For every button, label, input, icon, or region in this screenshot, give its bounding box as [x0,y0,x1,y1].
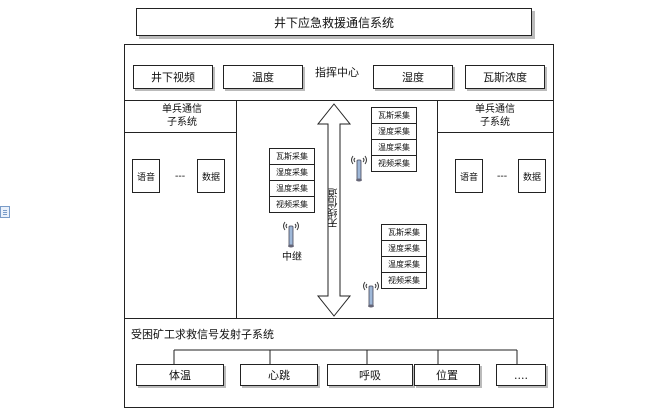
position-box: 位置 [414,364,480,386]
sensor-item: 瓦斯采集 [381,224,427,241]
right-divider [437,100,438,319]
trapped-subsystem-label: 受困矿工求救信号发射子系统 [131,328,274,341]
sensor-item: 温度采集 [269,181,315,197]
sensor-item: 瓦斯采集 [371,107,417,124]
body-temperature-box: 体温 [136,364,224,386]
sensor-item: 视频采集 [269,197,315,213]
command-center-row: 井下视频 温度 指挥中心 湿度 瓦斯浓度 [124,44,554,100]
sensor-item: 湿度采集 [269,165,315,181]
wireless-channel-label: 无线信道 [329,188,340,228]
sensor-item: 瓦斯采集 [269,148,315,165]
left-soldier-title-underline [124,132,236,133]
left-data-box: 数据 [197,159,225,193]
double-arrow-shape [316,103,352,317]
relay-label: 中继 [282,252,302,263]
left-soldier-title: 单兵通信 子系统 [162,104,202,128]
right-voice-box: 语音 [455,159,483,193]
temperature-box: 温度 [223,65,303,89]
humidity-box: 湿度 [373,65,453,89]
middle-top-line [124,100,554,101]
trapped-connector-lines [173,349,518,364]
right-soldier-subsystem: 单兵通信 子系统 语音 --- 数据 [437,100,554,318]
sensor-item: 湿度采集 [371,124,417,140]
right-soldier-title: 单兵通信 子系统 [475,104,515,128]
antenna-icon [363,281,379,308]
system-title: 井下应急救援通信系统 [136,8,532,36]
system-title-text: 井下应急救援通信系统 [273,15,394,30]
wireless-channel-arrow [316,103,352,317]
left-divider [236,100,237,319]
left-voice-box: 语音 [132,159,160,193]
sensor-group-left: 瓦斯采集 湿度采集 温度采集 视频采集 [269,148,315,213]
antenna-icon [283,221,299,248]
right-dash: --- [497,171,508,182]
left-dash: --- [175,171,186,182]
sensor-item: 温度采集 [381,257,427,273]
underground-video-box: 井下视频 [133,65,213,89]
sensor-group-bottom-right: 瓦斯采集 湿度采集 温度采集 视频采集 [381,224,427,289]
heartbeat-box: 心跳 [240,364,318,386]
middle-bottom-line [124,318,554,319]
right-data-box: 数据 [518,159,546,193]
document-icon [0,206,10,218]
breathing-box: 呼吸 [327,364,413,386]
antenna-icon [351,155,367,182]
sensor-item: 温度采集 [371,140,417,156]
sensor-group-top-right: 瓦斯采集 湿度采集 温度采集 视频采集 [371,107,417,172]
right-soldier-title-underline [437,132,554,133]
left-soldier-subsystem: 单兵通信 子系统 语音 --- 数据 [124,100,236,318]
gas-concentration-box: 瓦斯浓度 [465,65,545,89]
sensor-item: 视频采集 [371,156,417,172]
command-center-label: 指挥中心 [315,66,359,79]
sensor-item: 湿度采集 [381,241,427,257]
more-box: .... [496,364,546,386]
sensor-item: 视频采集 [381,273,427,289]
